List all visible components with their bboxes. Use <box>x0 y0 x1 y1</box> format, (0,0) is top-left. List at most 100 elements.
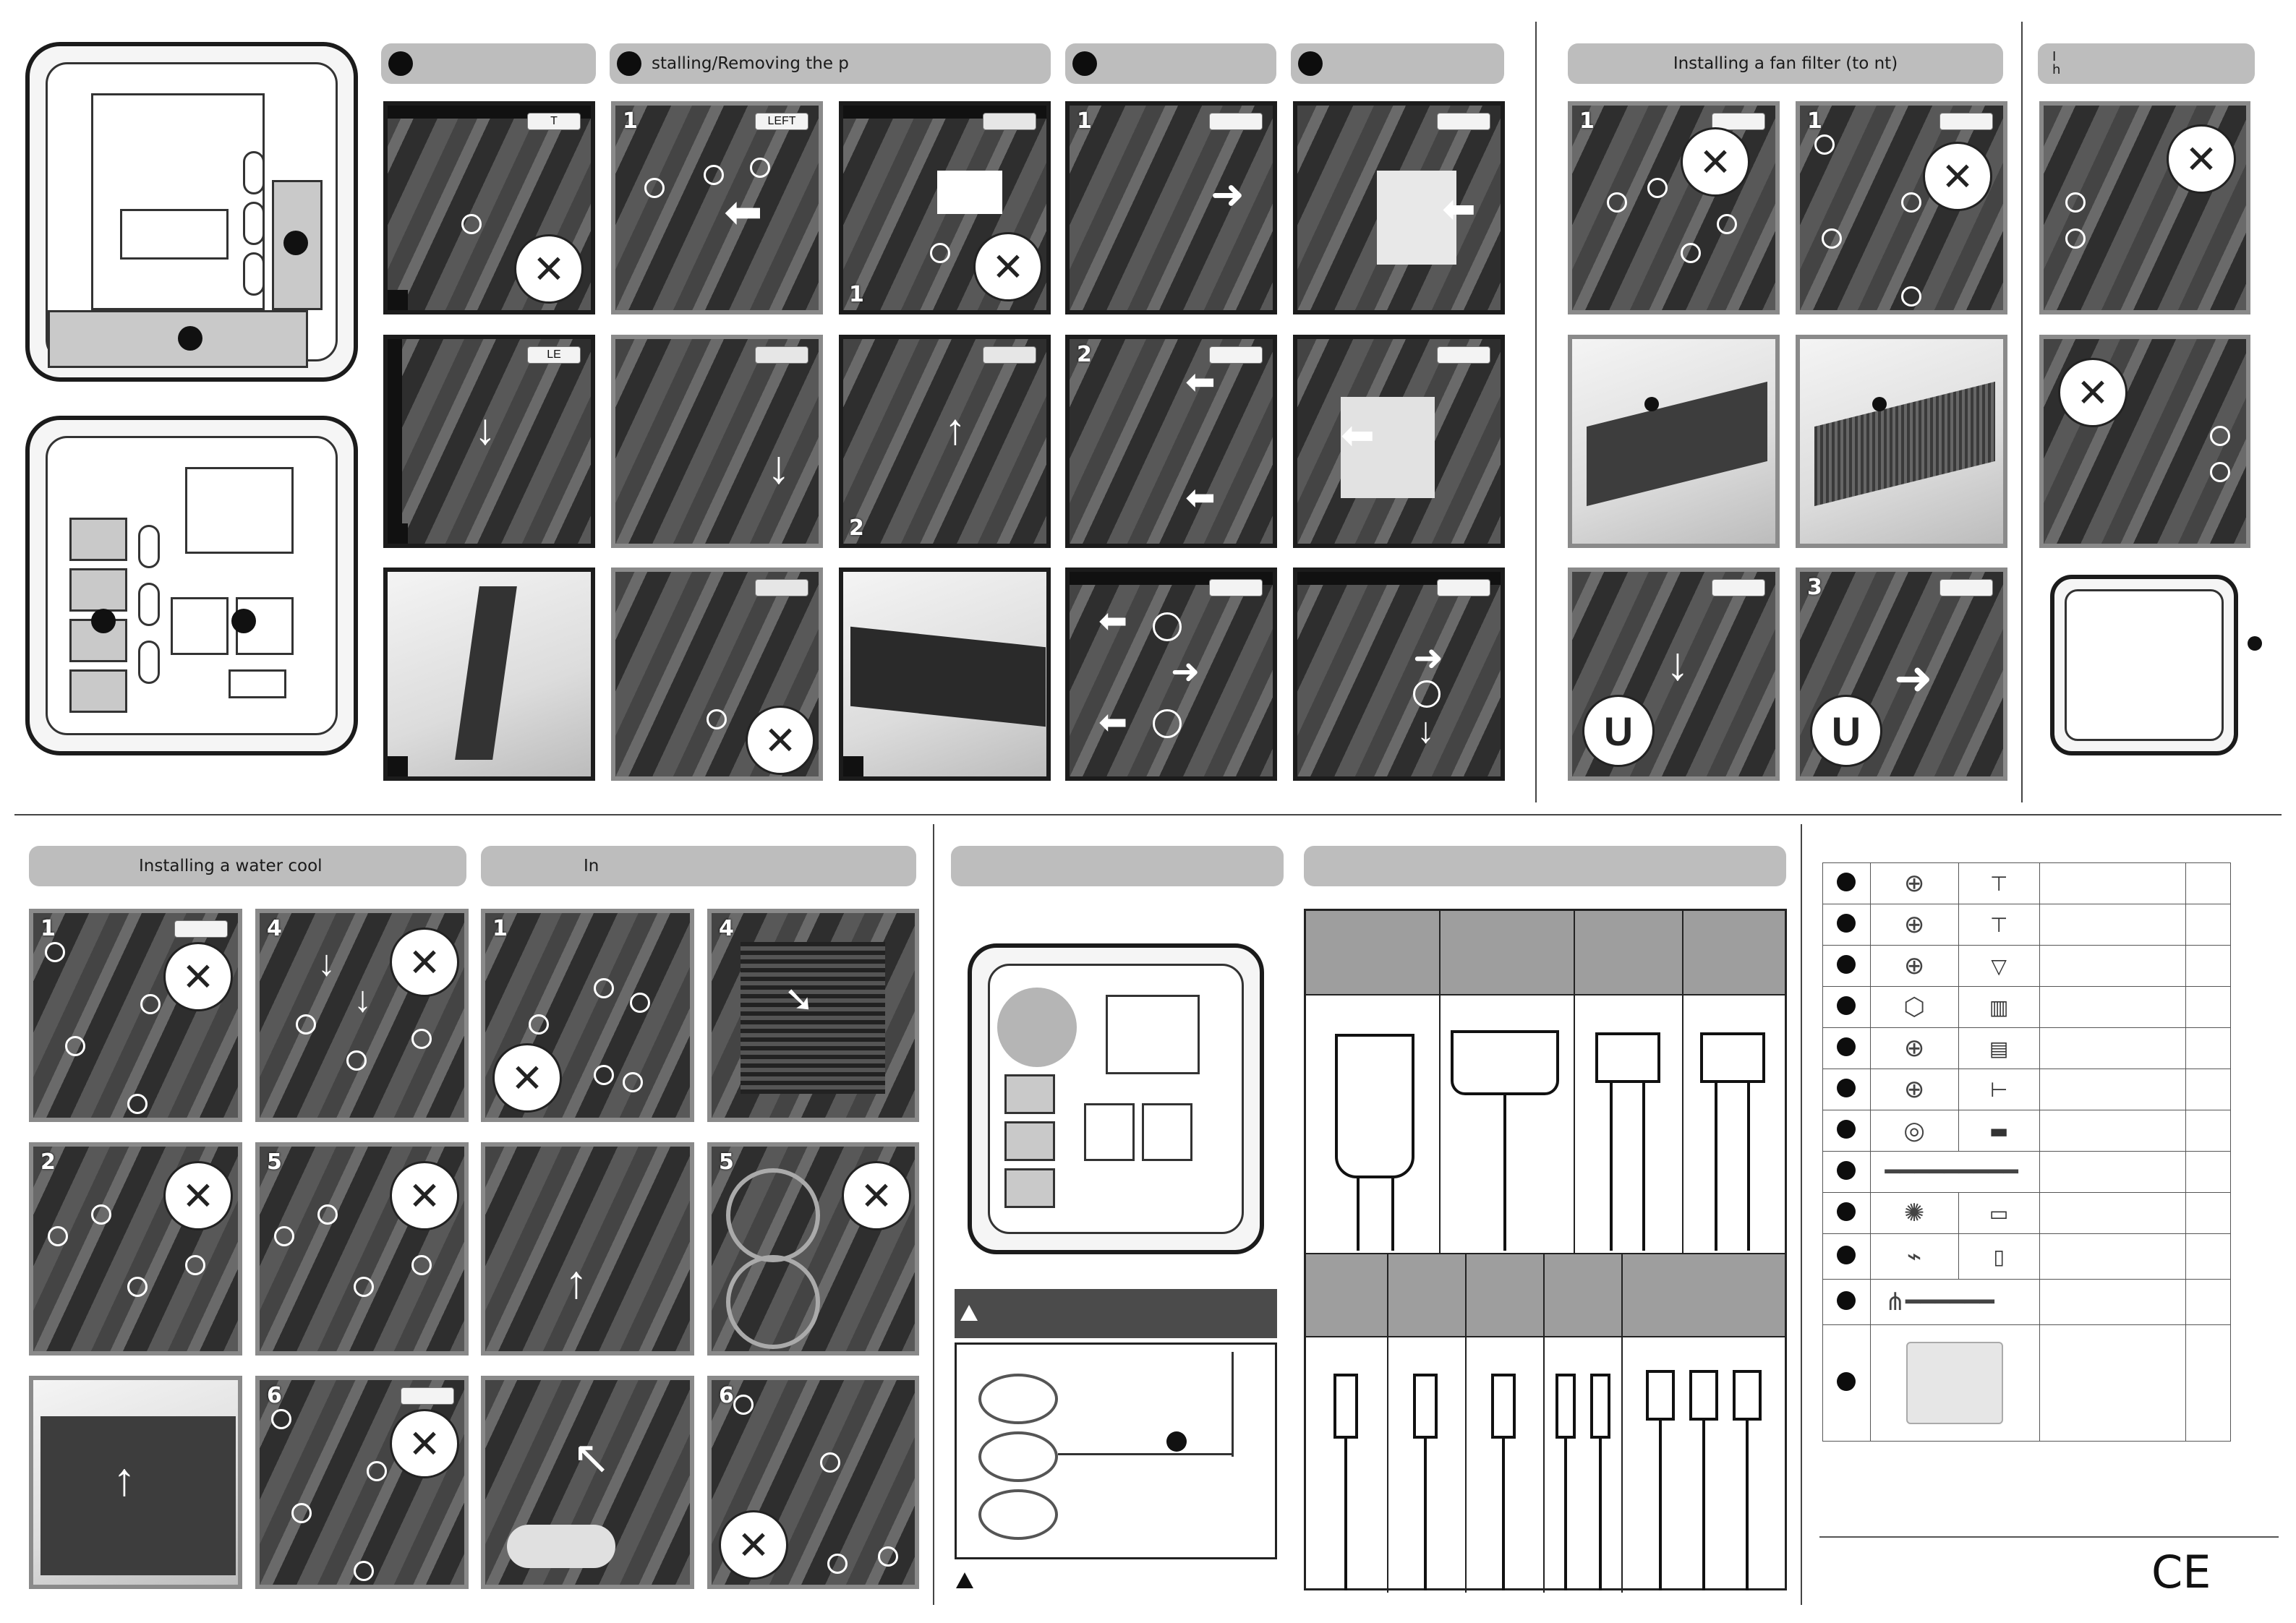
case-diagram-wiring <box>968 943 1264 1254</box>
screw-head-icon: ⊕ <box>1869 862 1959 904</box>
photo-step: 6 ✕ <box>255 1376 469 1589</box>
divider-v2 <box>2021 22 2023 802</box>
arrow-down-icon: ↓ <box>354 979 372 1019</box>
arrow-icon: ↑ <box>944 405 966 453</box>
photo-step: 1 ➜ <box>1065 101 1277 314</box>
photo-step: 2 ✕ <box>29 1142 242 1356</box>
arrow-icon: ↑ <box>113 1453 136 1505</box>
step-number: 1 <box>623 108 638 134</box>
front-panel-connector <box>1413 1374 1438 1439</box>
photo-step: 6 ✕ <box>707 1376 919 1589</box>
spacer-side-icon: ▭ <box>1958 1192 2040 1234</box>
screwdriver-icon: ✕ <box>2058 358 2128 427</box>
slot-bracket <box>455 586 517 760</box>
hand <box>507 1525 615 1568</box>
arrow-icon: ⬅ <box>1185 477 1216 518</box>
sata-power-connector <box>1451 1030 1559 1095</box>
photo-step: ↓ <box>611 335 823 548</box>
highlight-area <box>997 988 1077 1067</box>
screwdriver-icon: ✕ <box>492 1043 562 1113</box>
photo-step: ➜ ↓ <box>1293 568 1505 781</box>
radiator <box>741 942 885 1094</box>
arrow-icon: ↖ <box>572 1431 611 1483</box>
fan <box>726 1168 820 1262</box>
photo-step: 5 ✕ <box>707 1142 919 1356</box>
arrow-icon: ➘ <box>784 979 814 1019</box>
audio-connector <box>1646 1370 1675 1421</box>
photo-step: ↖ <box>481 1376 694 1589</box>
step-number: 1 <box>40 916 56 941</box>
fan-icon <box>978 1489 1058 1540</box>
photo-step: 5 ✕ <box>255 1142 469 1356</box>
arrow-icon: ➜ <box>1894 652 1933 704</box>
photo-step: 1 ✕ <box>1796 101 2007 314</box>
parts-table: ⊕⊤ ⊕⊤ ⊕▽ ⬡▥ ⊕▤ ⊕⊢ ◎▬ ━━━━━━━━━ ✺▭ ⌁▯ ⋔━━… <box>1822 862 2231 1442</box>
screw-icon: ⊤ <box>1958 904 2040 946</box>
photo-step: ↑ <box>481 1142 694 1356</box>
screwdriver-icon: ✕ <box>842 1161 911 1230</box>
photo-step: 3 ➜ U <box>1796 568 2007 781</box>
photo-step: LE ↓ <box>383 335 595 548</box>
photo-step: 4 ➘ <box>707 909 919 1122</box>
section-header-5: Installing a fan filter (to nt) <box>1568 43 2003 84</box>
connector-table <box>1304 909 1787 1593</box>
case-diagram-top <box>25 42 358 382</box>
arrow-icon: ➜ <box>1211 171 1245 217</box>
ssd-bracket <box>1142 1103 1192 1161</box>
section-header-7: Installing a water cool <box>29 846 466 886</box>
screwdriver-icon: ✕ <box>973 232 1043 301</box>
fan-spacer-icon: ✺ <box>1869 1192 1959 1234</box>
arrow-down-icon: ↓ <box>474 405 496 453</box>
arrow-icon: ⬅ <box>1098 602 1128 641</box>
audio-connector <box>1689 1370 1718 1421</box>
divider-v4 <box>1801 824 1802 1605</box>
photo-step <box>839 568 1051 781</box>
drive-bay <box>69 518 127 561</box>
motherboard-tray <box>91 93 265 310</box>
photo-step: 1 LEFT ⬅ <box>611 101 823 314</box>
section-header-9 <box>951 846 1284 886</box>
label-area <box>937 171 1002 214</box>
callout-dot <box>283 231 308 255</box>
section-header-10 <box>1304 846 1786 886</box>
photo-step: ⬅ <box>1293 335 1505 548</box>
atx-connector <box>1335 1034 1414 1178</box>
fan-header-connector <box>1700 1032 1765 1083</box>
arrow-icon: ⬅ <box>1185 361 1216 402</box>
step-number: 3 <box>1807 575 1822 600</box>
fan-splitter-cable-icon: ⋔━━━━━━ <box>1869 1279 2040 1325</box>
callout-dot <box>1166 1431 1187 1452</box>
step-number: 4 <box>719 916 734 941</box>
fan-header-connector <box>1595 1032 1660 1083</box>
drive-bay <box>1004 1168 1055 1208</box>
section-header-6: I h <box>2038 43 2255 84</box>
screw-icon: ▤ <box>1958 1027 2040 1069</box>
screwdriver-icon: ✕ <box>2167 124 2236 194</box>
photo-step: ⬅ <box>1293 101 1505 314</box>
step-number: 1 <box>492 916 508 941</box>
wire <box>1232 1352 1234 1457</box>
top-panel <box>40 1416 236 1575</box>
photo-step: ✕ <box>611 568 823 781</box>
grommet <box>243 151 265 194</box>
photo-step: ↓ U <box>1568 568 1780 781</box>
audio-connector <box>1733 1370 1762 1421</box>
psu-shroud-part <box>850 626 1046 727</box>
step-number: 5 <box>719 1149 734 1175</box>
photo-tag: T <box>527 113 581 130</box>
screw-head-icon: ⊕ <box>1869 904 1959 946</box>
arrow-icon: ➜ <box>1413 638 1443 678</box>
screwdriver-icon: ✕ <box>1681 127 1750 197</box>
step-number: 6 <box>719 1383 734 1408</box>
photo-step: ⬅ ⬅ ➜ <box>1065 568 1277 781</box>
drive-bay <box>1004 1074 1055 1114</box>
screw-head-icon: ⊕ <box>1869 1027 1959 1069</box>
cpu-cutout <box>1106 995 1200 1074</box>
standoff-icon: ⬡ <box>1869 986 1959 1028</box>
grommet <box>138 583 160 626</box>
photo-step <box>1796 335 2007 548</box>
arrow-icon: ⬅ <box>1341 412 1375 458</box>
photo-step <box>383 568 595 781</box>
step-number: 2 <box>849 515 864 541</box>
ssd-bracket <box>1084 1103 1135 1161</box>
